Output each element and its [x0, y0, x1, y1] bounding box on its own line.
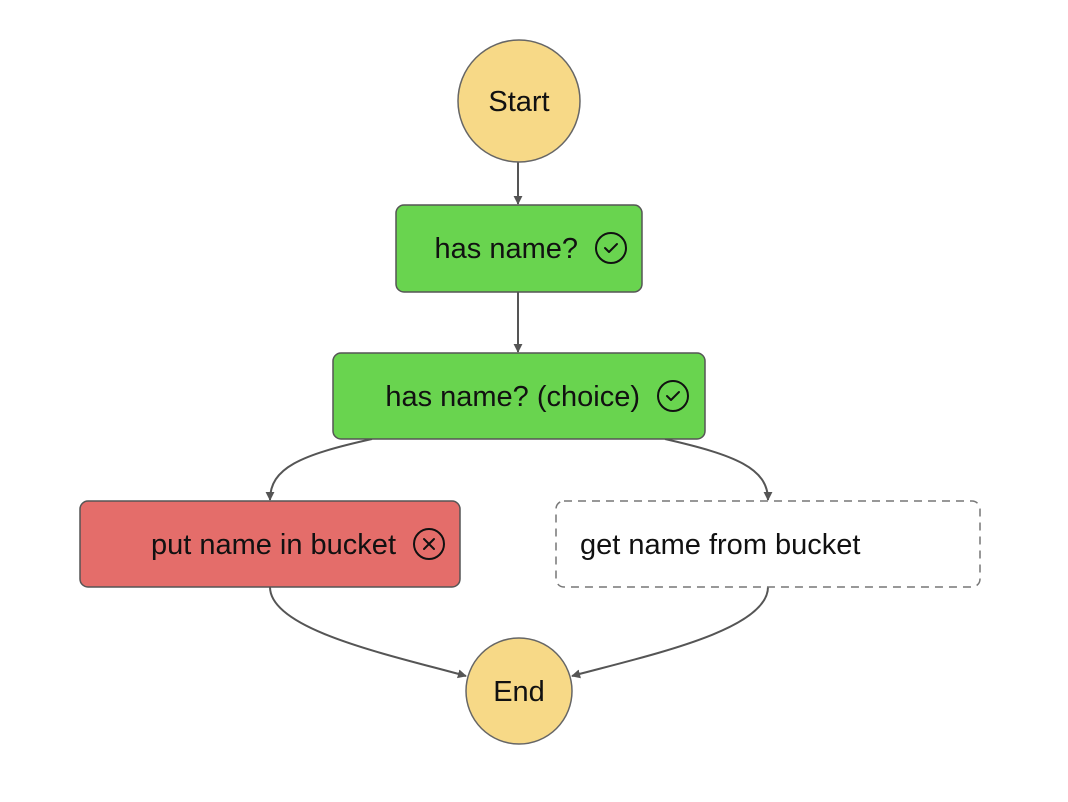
end-node-label: End	[493, 676, 545, 708]
x-circle-icon	[413, 528, 445, 560]
end-node[interactable]: End	[465, 637, 573, 745]
state-put-name-label: put name in bucket	[151, 529, 396, 561]
check-circle-icon	[657, 380, 689, 412]
edge-choice-to-put-name	[265, 438, 373, 501]
end-node-shape	[465, 637, 573, 745]
state-has-name-choice-label: has name? (choice)	[385, 381, 640, 413]
start-node-shape	[457, 39, 581, 163]
start-node-label: Start	[488, 86, 549, 118]
state-get-name-from-bucket[interactable]: get name from bucket	[555, 500, 981, 588]
edge-choice-to-get-name	[664, 438, 773, 501]
state-has-name-label: has name?	[435, 233, 579, 265]
state-get-name-box	[555, 500, 981, 588]
state-get-name-label: get name from bucket	[580, 529, 860, 561]
state-put-name-in-bucket[interactable]: put name in bucket	[79, 500, 461, 588]
state-has-name-choice[interactable]: has name? (choice)	[332, 352, 706, 440]
state-put-name-box	[79, 500, 461, 588]
edge-get-name-to-end	[571, 586, 769, 679]
edge-put-name-to-end	[269, 586, 467, 679]
start-node[interactable]: Start	[457, 39, 581, 163]
check-circle-icon	[595, 232, 627, 264]
state-has-name-choice-box	[332, 352, 706, 440]
state-has-name-box	[395, 204, 643, 293]
edges	[265, 162, 773, 679]
state-has-name[interactable]: has name?	[395, 204, 643, 293]
